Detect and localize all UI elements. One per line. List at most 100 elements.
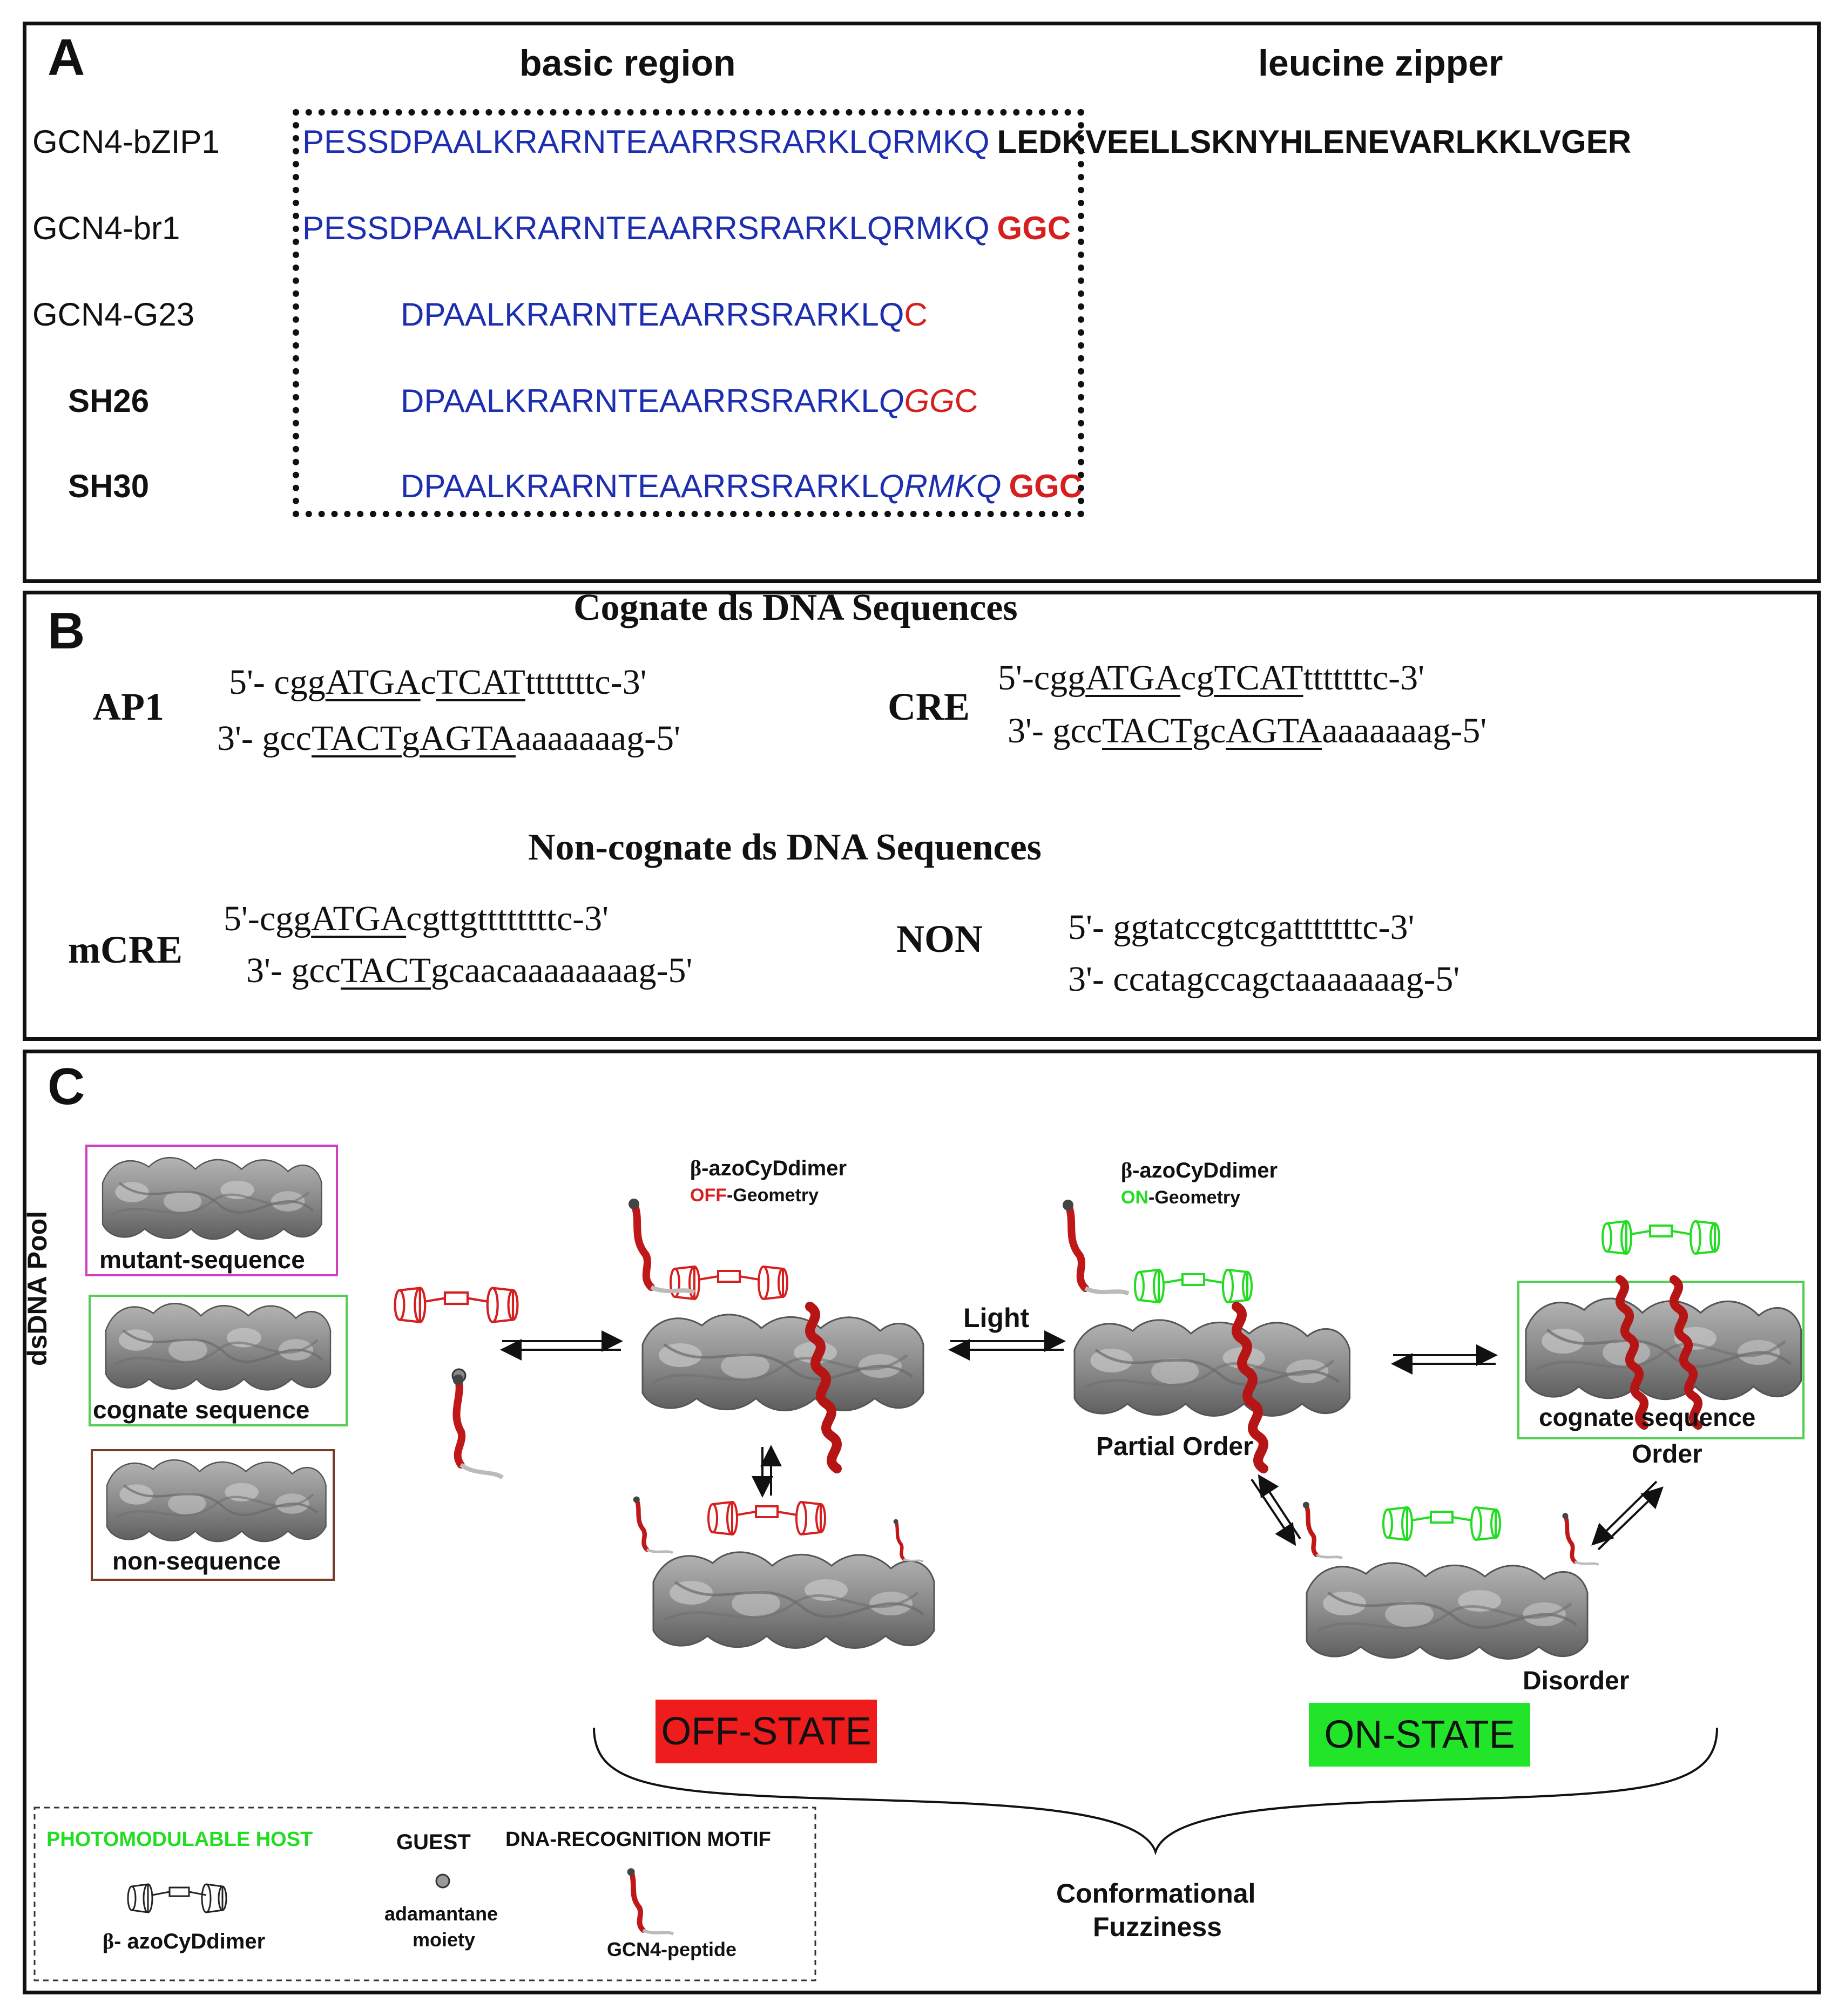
peptide-sequence: DPAALKRARNTEAARRSRARKLQC [401,296,928,333]
half-site: AGTA [420,719,516,758]
panel-c [23,1050,1821,1994]
strand-part: cgttgttttttttc-3' [406,899,609,938]
legend-motif-title: DNA-RECOGNITION MOTIF [505,1828,771,1851]
strand-part: 5'- cgg [229,662,326,702]
half-site: TCAT [1214,658,1303,698]
disorder-label: Disorder [1523,1667,1630,1695]
strand-part: c [420,662,436,702]
equilibrium-arrow [500,1330,623,1361]
dna-bottom-strand: 3'- gccTACTgcAGTAaaaaaaag-5' [1008,711,1486,752]
on-geometry-title: β-azoCyDdimer ON-Geometry [1121,1158,1278,1210]
legend-guest-title: GUEST [396,1830,471,1854]
half-site: ATGA [325,662,421,702]
basic-region-sequence: DPAALKRARNTEAARRSRARKL [401,383,879,419]
strand-part: tttttttc-3' [1303,658,1424,698]
light-label: Light [963,1303,1030,1333]
strand-part: gcaacaaaaaaaag-5' [431,951,693,990]
half-site: TCAT [436,662,525,702]
strand-part: tttttttc-3' [525,662,647,702]
half-site: ATGA [1085,658,1181,698]
partial-order-label: Partial Order [1096,1432,1253,1461]
half-site: ATGA [311,899,407,938]
off-state-badge: OFF-STATE [656,1700,877,1763]
dna-name: mCRE [68,928,183,971]
dimer-name: -azoCyDdimer [701,1156,847,1180]
bound-dimer-order [1602,1220,1720,1255]
dna-name: AP1 [93,685,164,728]
peptide-name: GCN4-G23 [32,296,195,333]
legend-guest-item: moiety [413,1929,476,1951]
pool-label-cognate: cognate sequence [93,1396,310,1424]
off-prefix: OFF [690,1185,727,1206]
dna-surface [643,1315,923,1411]
peptide-sequence: DPAALKRARNTEAARRSRARKLQGGC [401,382,978,420]
leucine-zipper-header: leucine zipper [1258,43,1503,84]
peptide-name: SH26 [68,383,150,419]
dna-bottom-strand: 3'- gccTACTgAGTAaaaaaaag-5' [217,718,680,759]
linker-sequence: GGC [997,210,1071,246]
peptide-off-disordered [894,1519,923,1561]
basic-region-sequence: DPAALKRARNTEAARRSRARKL [401,468,879,504]
panel-c-label: C [48,1058,85,1115]
dna-top-strand: 5'-cggATGAcgTCATtttttttc-3' [998,658,1424,699]
dna-name: NON [896,917,983,960]
strand-part: 3'- gcc [217,719,312,758]
peptide-on [1063,1200,1129,1294]
half-site: TACT [340,951,431,990]
strand-part: 5'-cgg [998,658,1086,698]
off-geometry-title: β-azoCyDdimer OFF-Geometry [690,1155,847,1208]
dna-bottom-strand: 3'- gccTACTgcaacaaaaaaaag-5' [246,950,692,991]
legend-guest-item: adamantane [384,1903,498,1925]
peptide-off-disordered [633,1497,673,1553]
geometry-suffix: -Geometry [1148,1187,1241,1208]
equilibrium-arrow [1591,1480,1664,1551]
dna-top-strand: 5'-cggATGAcgttgttttttttc-3' [224,898,609,939]
on-state-badge: ON-STATE [1309,1703,1530,1767]
panel-a [23,22,1821,583]
geometry-suffix: -Geometry [726,1185,819,1206]
legend-motif-item: GCN4-peptide [607,1938,737,1960]
order-label: Order [1632,1440,1702,1469]
dna-name: CRE [888,685,970,728]
legend-adamantane-icon [435,1873,450,1889]
dna-surface [1307,1563,1587,1659]
legend-host-name: - azoCyDdimer [114,1930,266,1953]
basic-region-box [293,109,1084,517]
dna-surface [653,1552,934,1648]
dimer-name: -azoCyDdimer [1132,1159,1278,1182]
leucine-zipper-sequence: LEDKVEELLSKNYHLENEVARLKKLVGER [997,124,1632,160]
conformational-label: Conformational [1056,1878,1256,1909]
strand-part: cg [1180,658,1214,698]
free-peptide [437,1374,518,1478]
legend-box [33,1807,816,1981]
equilibrium-arrow [1251,1474,1301,1546]
half-site: TACT [1102,711,1192,750]
strand-part: 5'-cgg [224,899,312,938]
dna-top-strand: 5'- cggATGAcTCATtttttttc-3' [229,662,647,703]
strand-part: aaaaaaag-5' [1322,711,1487,750]
bound-dimer-off [670,1266,788,1300]
fuzziness-brace [593,1727,1718,1856]
strand-part: 3'- gcc [1008,711,1102,750]
fuzziness-label: Fuzziness [1093,1912,1222,1942]
basic-region-sequence: DPAALKRARNTEAARRSRARKLQ [401,296,904,333]
panel-b [23,591,1821,1041]
bound-dimer-on [1134,1269,1253,1303]
cognate-title: Cognate ds DNA Sequences [573,587,1018,628]
dna-surface [1075,1320,1350,1416]
peptide-name: SH30 [68,468,150,504]
linker-sequence: GGC [1009,468,1083,504]
equilibrium-arrow [752,1445,782,1498]
dna-bottom-strand: 3'- ccatagccagctaaaaaaag-5' [1068,959,1460,999]
strand-part: 3'- gcc [246,951,341,990]
noncognate-title: Non-cognate ds DNA Sequences [528,827,1042,868]
basic-region-sequence: PESSDPAALKRARNTEAARRSRARKLQRMKQ [302,124,990,160]
basic-region-sequence: PESSDPAALKRARNTEAARRSRARKLQRMKQ [302,210,990,246]
strand-part: aaaaaaag-5' [516,719,680,758]
italic-residue: Q [879,383,904,419]
